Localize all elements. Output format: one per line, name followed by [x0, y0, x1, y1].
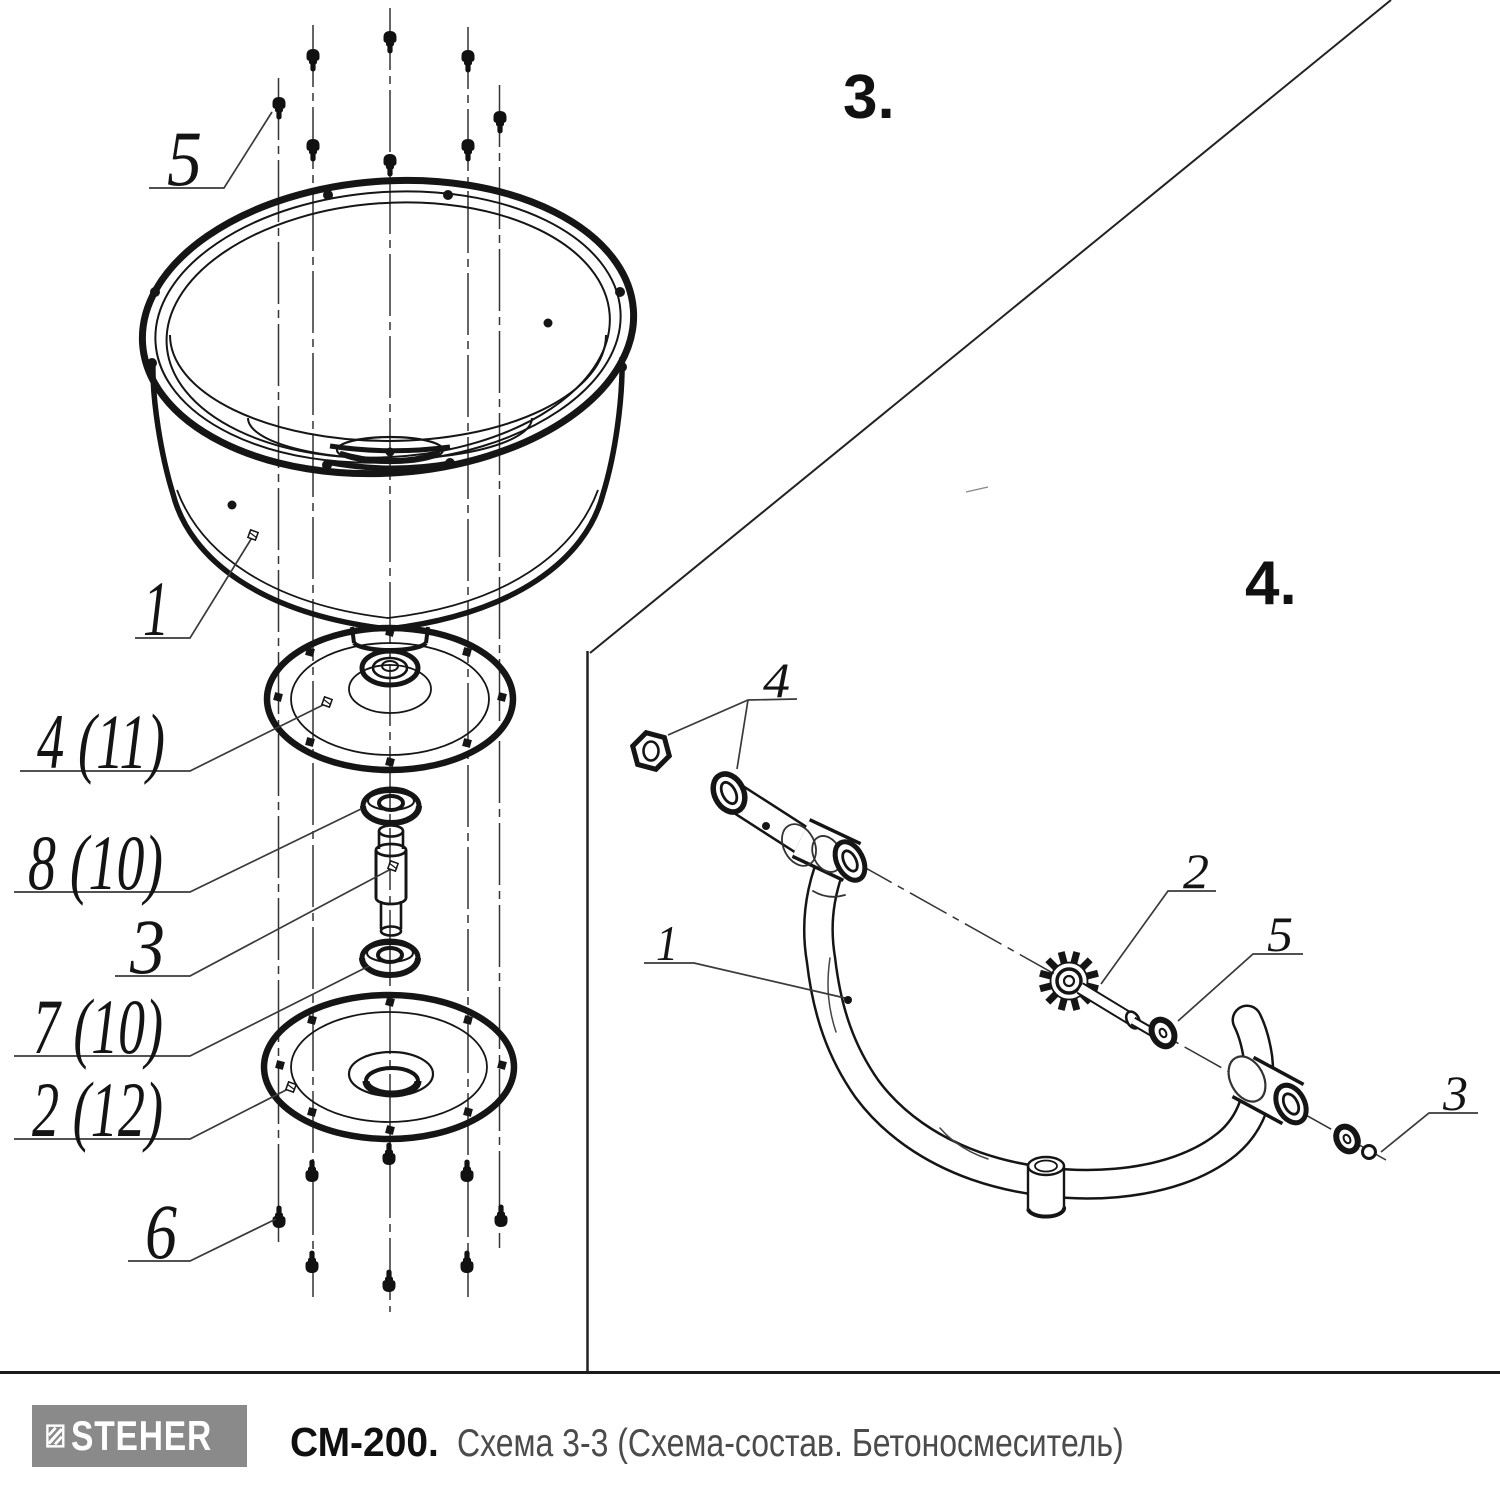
left-part-labels: 5 1 4 (11) 8 (10) 3 7 (10) 2 (12) 6: [28, 115, 202, 1275]
frame-upper-arm: [710, 771, 868, 883]
washer: [1148, 1016, 1178, 1050]
label-bearing-lower: 7 (10): [33, 983, 163, 1070]
retainer-rings: [1333, 1123, 1377, 1160]
label-flange-upper: 4 (11): [37, 698, 165, 785]
caption-text: Схема 3-3 (Схема-состав. Бетоносмеситель…: [456, 1422, 1124, 1465]
label-washer: 5: [1267, 906, 1293, 962]
footer-caption: СМ-200. Схема 3-3 (Схема-состав. Бетоносм…: [290, 1419, 1270, 1466]
brand-name: STEHER: [70, 1412, 212, 1459]
rim-hole-dots: [147, 190, 627, 510]
label-frame: 1: [656, 915, 678, 971]
shaft: [374, 824, 408, 937]
hex-nut: [629, 729, 673, 773]
right-part-labels: 4 1 2 5 3: [656, 652, 1468, 1121]
gear-shaft: [1076, 982, 1155, 1037]
flange-upper: [263, 624, 517, 774]
model-number: СМ-200.: [290, 1419, 439, 1465]
left-leaders: [14, 111, 392, 1262]
frame-leader-dot: [844, 996, 852, 1004]
heading-section-4: 4.: [1245, 549, 1297, 618]
mixing-drum: [138, 176, 638, 653]
flange-lower: [260, 991, 518, 1143]
label-flange-lower: 2 (12): [32, 1066, 163, 1153]
heading-section-3: 3.: [843, 63, 895, 132]
label-drum: 1: [143, 565, 169, 652]
stray-mark: [965, 486, 989, 493]
handle-frame: [802, 856, 1275, 1200]
arm-end-ring: [710, 771, 748, 815]
right-leaders: [644, 698, 1478, 1153]
sleeve-end-cap: [1273, 1082, 1309, 1126]
label-gear: 2: [1183, 843, 1209, 899]
label-bolts-top: 5: [167, 115, 202, 202]
bushing-end-cap: [832, 839, 868, 883]
brand-logo: STEHER: [32, 1405, 247, 1467]
section-divider: [586, 0, 1392, 1371]
footer-divider: [0, 1371, 1500, 1374]
label-rings: 3: [1442, 1065, 1468, 1121]
drum-bottom-hub: [335, 435, 445, 465]
label-nut: 4: [763, 652, 790, 708]
frame-sleeve: [1227, 1055, 1309, 1126]
gear-pinion: [1039, 951, 1099, 1011]
label-bearing-upper: 8 (10): [28, 819, 163, 906]
label-shaft: 3: [129, 903, 165, 990]
brand-logo-icon: [46, 1424, 65, 1448]
bearing-lower: [359, 938, 421, 978]
section-headings: 3. 4.: [843, 63, 1297, 618]
label-bolts-bottom: 6: [145, 1188, 177, 1275]
pivot-bushing: [1026, 1155, 1067, 1219]
bearing-upper: [360, 786, 422, 826]
